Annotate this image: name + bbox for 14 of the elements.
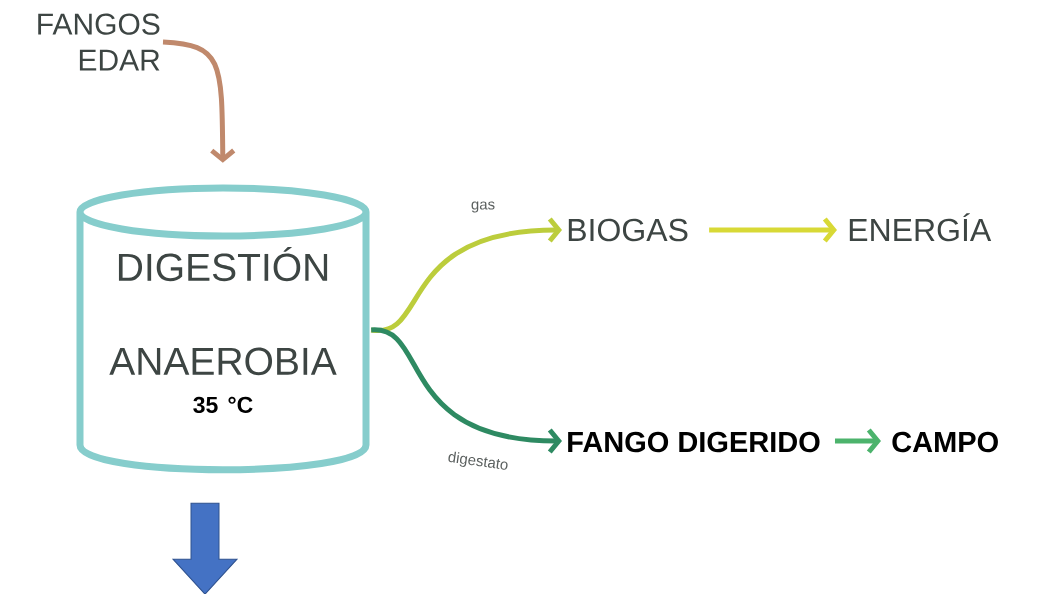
arrow [371, 327, 562, 454]
source-label: FANGOS EDAR [38, 13, 160, 71]
arrow [371, 217, 562, 333]
edge-label: gas [469, 200, 497, 214]
arrow [709, 217, 837, 243]
product-label: BIOGAS [568, 218, 688, 242]
digester-tank: DIGESTIÓN ANAEROBIA 35 °C [76, 184, 370, 474]
product-label: FANGO DIGERIDO [568, 431, 820, 453]
product-label: ENERGÍA [849, 213, 992, 242]
arrow [835, 428, 881, 454]
arrow [162, 39, 236, 163]
block-arrow [172, 502, 238, 594]
edge-label: digestato [445, 449, 511, 475]
destination-label: CAMPO [892, 431, 998, 453]
